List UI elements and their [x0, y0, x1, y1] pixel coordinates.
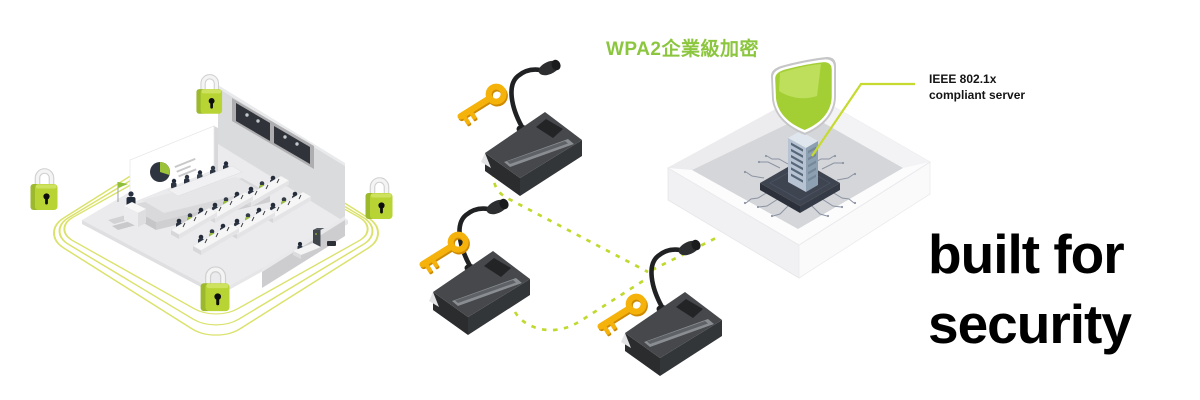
wpa2-encryption-label: WPA2企業級加密 — [606, 39, 759, 60]
presentation-screen — [129, 125, 218, 205]
cpu-chip — [760, 160, 840, 213]
server-callout-label: IEEE 802.1x compliant server — [929, 72, 1025, 104]
microphone-unit — [621, 238, 722, 376]
server-callout-line1: IEEE 802.1x — [929, 72, 997, 86]
headline: built for security — [928, 220, 1132, 360]
server-callout-line2: compliant server — [929, 87, 1026, 102]
headline-line1: built for — [928, 223, 1125, 285]
podium-speaker — [124, 191, 146, 227]
conference-room-illustration — [82, 85, 348, 296]
key-icon — [454, 84, 509, 129]
operator-desk — [293, 228, 336, 259]
server-tower — [788, 131, 818, 192]
callout-line — [811, 82, 915, 157]
pie-chart-graphic — [150, 157, 197, 182]
headline-line2: security — [928, 292, 1132, 355]
padlock-icon — [196, 77, 222, 114]
interpreter-booth-window — [232, 98, 314, 169]
server-platform — [666, 57, 931, 279]
padlock-icon — [366, 180, 393, 219]
padlock-icon — [31, 171, 58, 210]
shield-icon — [771, 57, 836, 135]
microphone-unit — [481, 58, 582, 196]
flag — [117, 182, 128, 202]
